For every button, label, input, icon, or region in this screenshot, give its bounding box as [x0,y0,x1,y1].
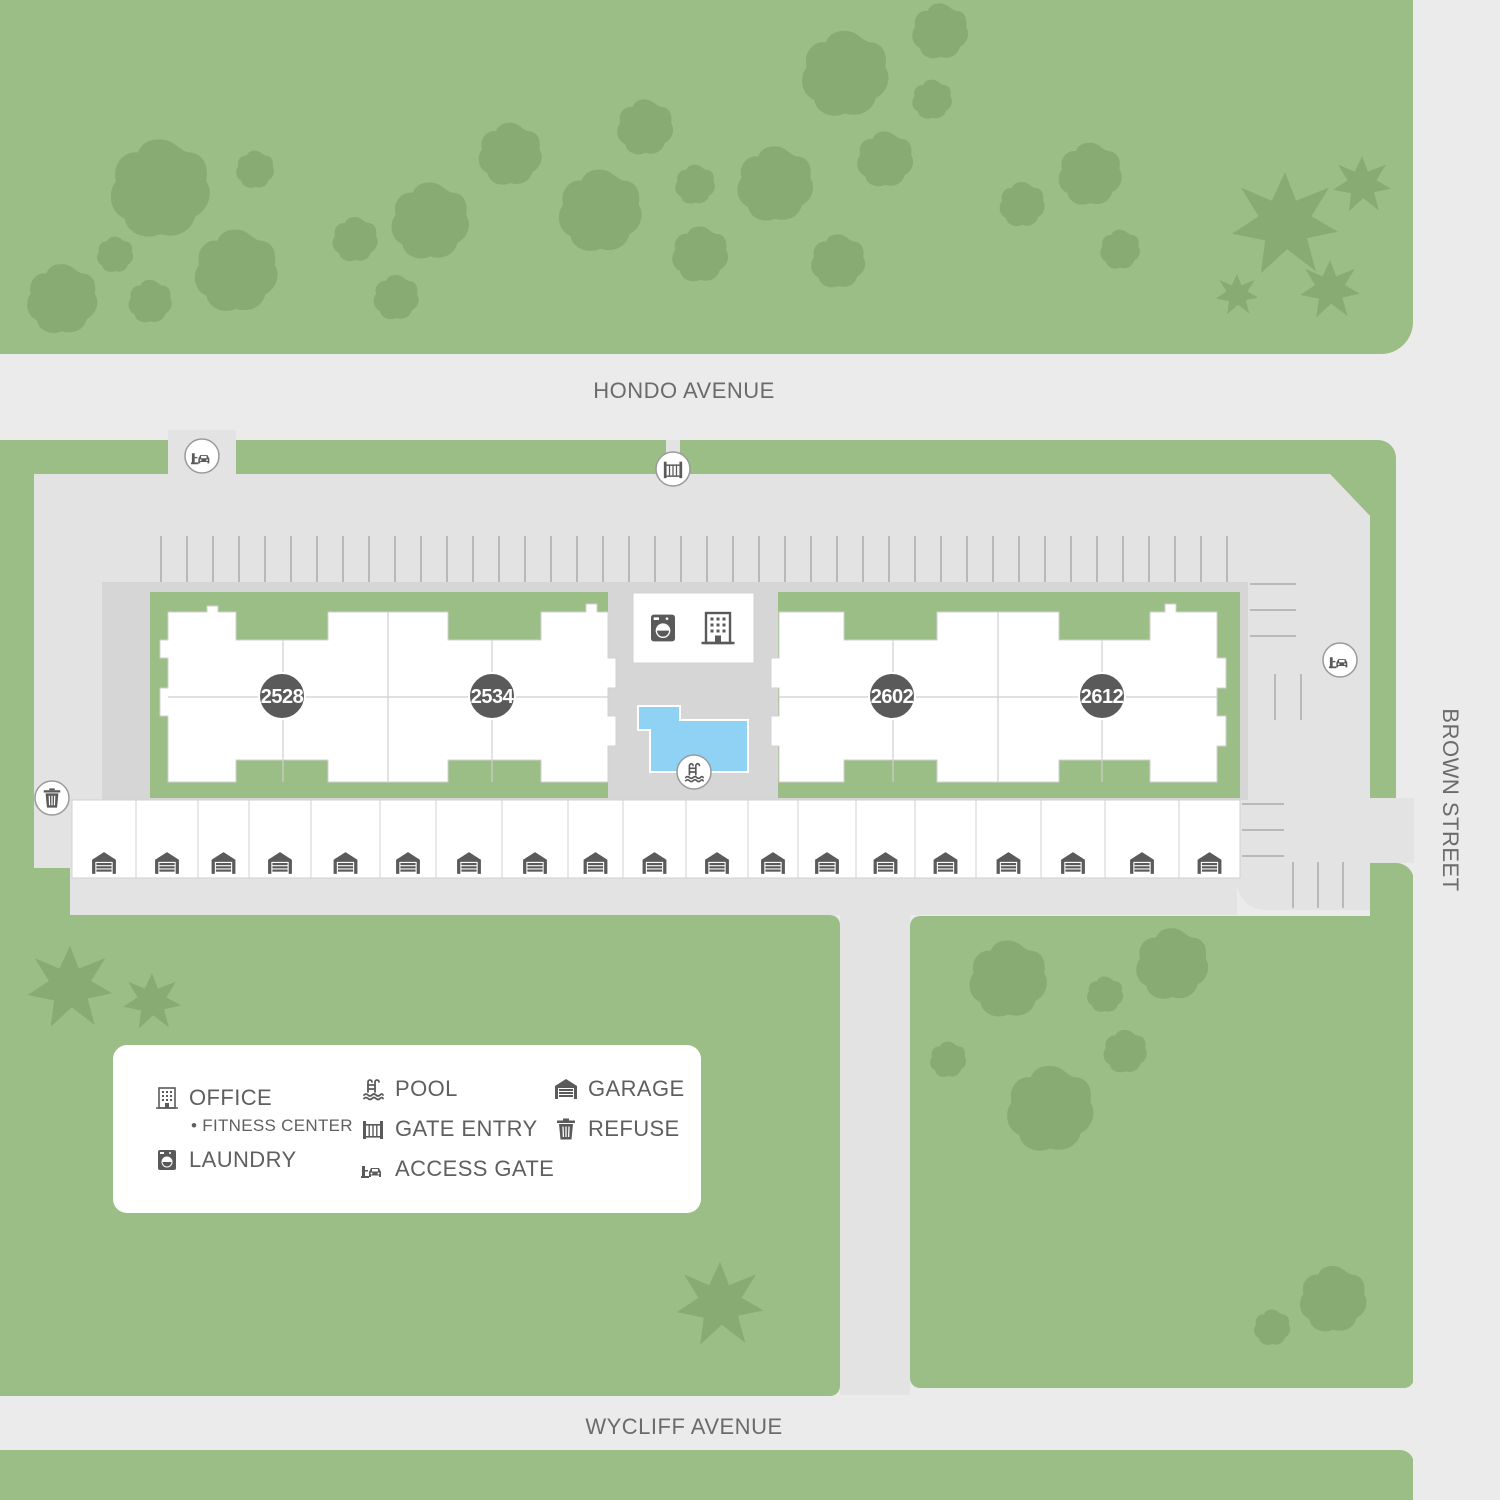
pool-area [637,705,749,773]
building-number-label: 2602 [871,686,914,708]
legend-pool: POOL [361,1076,458,1102]
pool-marker[interactable] [676,754,712,790]
gate-entry-marker[interactable] [655,451,691,487]
legend-garage: GARAGE [554,1076,685,1102]
access-gate-marker-east[interactable] [1322,642,1358,678]
laundry-icon [155,1148,179,1172]
office-icon [155,1086,179,1110]
legend-fitness: • FITNESS CENTER [191,1116,353,1135]
building-number-label: 2534 [471,686,515,708]
building-number-label: 2612 [1081,686,1124,708]
building-number-label: 2528 [261,686,304,708]
refuse-marker[interactable] [34,780,70,816]
building-2534[interactable]: 2534 [468,672,516,720]
refuse-icon [554,1117,578,1141]
legend-refuse: REFUSE [554,1116,680,1142]
street-label-south: WYCLIFF AVENUE [585,1414,782,1439]
street-label-east: BROWN STREET [1438,708,1463,891]
pool-icon [361,1077,385,1101]
legend-access-gate: ACCESS GATE [361,1156,554,1182]
access-gate-icon [361,1157,385,1181]
legend-gate-entry: GATE ENTRY [361,1116,538,1142]
building-2602[interactable]: 2602 [868,672,916,720]
legend-pool-label: POOL [395,1076,458,1101]
legend-gate-entry-label: GATE ENTRY [395,1116,538,1141]
building-2612[interactable]: 2612 [1078,672,1126,720]
access-gate-marker-north[interactable] [184,438,220,474]
legend-laundry: LAUNDRY [155,1147,297,1173]
legend-office-label: OFFICE [189,1085,273,1110]
legend-refuse-label: REFUSE [588,1116,680,1141]
street-label-north: HONDO AVENUE [593,378,775,403]
legend-access-gate-label: ACCESS GATE [395,1156,555,1181]
legend-garage-label: GARAGE [588,1076,685,1101]
building-2528[interactable]: 2528 [258,672,306,720]
gate-entry-icon [361,1117,385,1141]
garage-icon [554,1077,578,1101]
laundry-icon [651,614,675,642]
map-legend: OFFICE • FITNESS CENTER LAUNDRY POOL GAT… [113,1045,701,1213]
legend-office: OFFICE [155,1085,272,1111]
legend-laundry-label: LAUNDRY [189,1147,297,1172]
